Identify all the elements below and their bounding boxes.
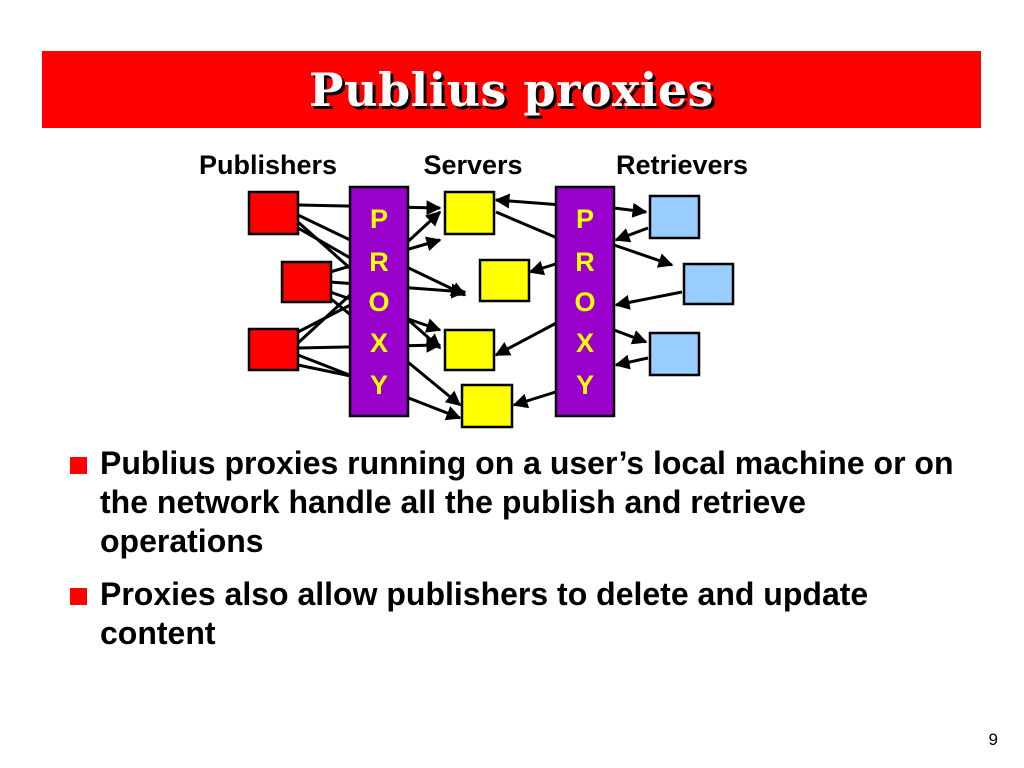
proxy-letter: X: [370, 328, 388, 358]
retriever-node: [648, 194, 701, 240]
label-publishers: Publishers: [199, 150, 337, 180]
proxy-left: [348, 185, 410, 418]
arrow: [613, 243, 674, 268]
server-node: [443, 190, 496, 236]
publisher-node: [280, 260, 333, 304]
title-bar: Publius proxies: [42, 51, 981, 128]
bullet-text: Publius proxies running on a user’s loca…: [100, 445, 954, 559]
arrow: [614, 290, 683, 310]
arrow: [614, 354, 649, 370]
retriever-node: [682, 262, 735, 306]
proxy-right: [554, 185, 616, 418]
retriever-node: [648, 331, 701, 377]
server-node: [478, 258, 531, 303]
slide-title: Publius proxies: [308, 62, 715, 117]
label-servers: Servers: [423, 150, 522, 180]
proxy-letter: P: [370, 204, 388, 234]
square-bullet-icon: [70, 457, 87, 474]
server-node: [443, 328, 496, 372]
proxy-letter: Y: [576, 370, 594, 400]
arrow: [613, 328, 648, 345]
bullet-text: Proxies also allow publishers to delete …: [100, 576, 869, 651]
proxy-letter: P: [576, 204, 594, 234]
arrow: [494, 318, 563, 357]
proxy-letter: R: [369, 247, 389, 277]
arrow: [614, 226, 649, 243]
arrow: [613, 202, 648, 218]
bullet-item: Proxies also allow publishers to delete …: [62, 575, 962, 653]
publisher-node: [247, 190, 300, 236]
arrow: [494, 193, 563, 209]
bullet-item: Publius proxies running on a user’s loca…: [62, 444, 962, 561]
proxy-diagram: Publishers Servers Retrievers: [199, 150, 748, 429]
proxy-letter: X: [576, 328, 594, 358]
label-retrievers: Retrievers: [616, 150, 748, 180]
bullet-list: Publius proxies running on a user’s loca…: [62, 444, 962, 667]
proxy-letter: Y: [370, 370, 388, 400]
server-node: [460, 383, 514, 429]
arrow: [495, 210, 563, 242]
proxy-letter: R: [575, 247, 595, 277]
page-number: 9: [988, 730, 998, 749]
square-bullet-icon: [70, 588, 87, 605]
arrow: [512, 388, 563, 409]
proxy-letter: O: [368, 287, 389, 317]
publisher-node: [247, 327, 300, 372]
proxy-letter: O: [574, 287, 595, 317]
